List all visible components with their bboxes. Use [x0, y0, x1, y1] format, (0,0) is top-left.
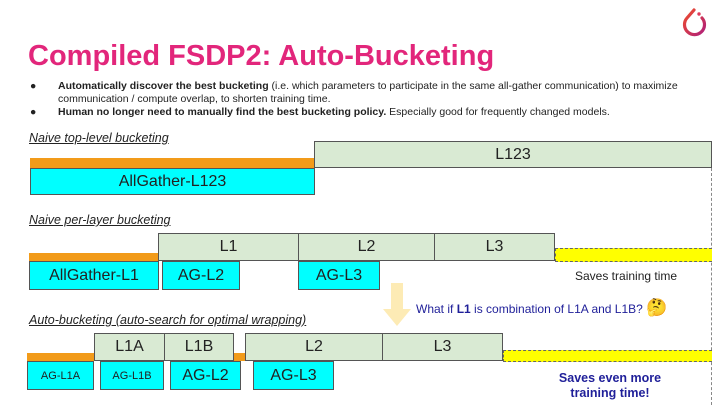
- saved-time-bar: [555, 248, 712, 262]
- saved-time-bar: [503, 350, 712, 362]
- compute-L2: L2: [245, 333, 383, 361]
- comm-allgather-L123: AllGather-L123: [30, 168, 315, 195]
- compute-L123: L123: [314, 141, 712, 168]
- thinking-emoji-icon: 🤔: [646, 298, 668, 317]
- idle-bar: [30, 158, 314, 168]
- comm-ag-L2: AG-L2: [162, 261, 240, 290]
- comm-ag-L3: AG-L3: [298, 261, 380, 290]
- compute-L1A: L1A: [94, 333, 165, 361]
- saves-note: Saves training time: [575, 269, 678, 283]
- compute-L1B: L1B: [164, 333, 234, 361]
- comm-ag-L2: AG-L2: [170, 361, 241, 390]
- idle-bar: [27, 353, 94, 361]
- compute-L3: L3: [434, 233, 555, 261]
- compute-L1: L1: [158, 233, 299, 261]
- comm-ag-L1A: AG-L1A: [27, 361, 94, 390]
- comm-ag-L1B: AG-L1B: [100, 361, 164, 390]
- comm-allgather-L1: AllGather-L1: [29, 261, 159, 290]
- saves-more-note: Saves even more training time!: [558, 371, 662, 400]
- end-marker-line: [711, 168, 712, 405]
- auto-label: Auto-bucketing (auto-search for optimal …: [29, 313, 307, 327]
- page-title: Compiled FSDP2: Auto-Bucketing: [28, 40, 495, 72]
- pytorch-logo-icon: [682, 8, 707, 37]
- idle-bar: [29, 253, 158, 261]
- naive-layer-label: Naive per-layer bucketing: [29, 213, 171, 227]
- down-arrow-icon: [383, 283, 411, 326]
- compute-L3: L3: [382, 333, 503, 361]
- comm-ag-L3: AG-L3: [253, 361, 334, 390]
- question-text: What if L1 is combination of L1A and L1B…: [416, 298, 668, 317]
- naive-top-label: Naive top-level bucketing: [29, 131, 169, 145]
- idle-bar: [234, 353, 245, 361]
- compute-L2: L2: [298, 233, 435, 261]
